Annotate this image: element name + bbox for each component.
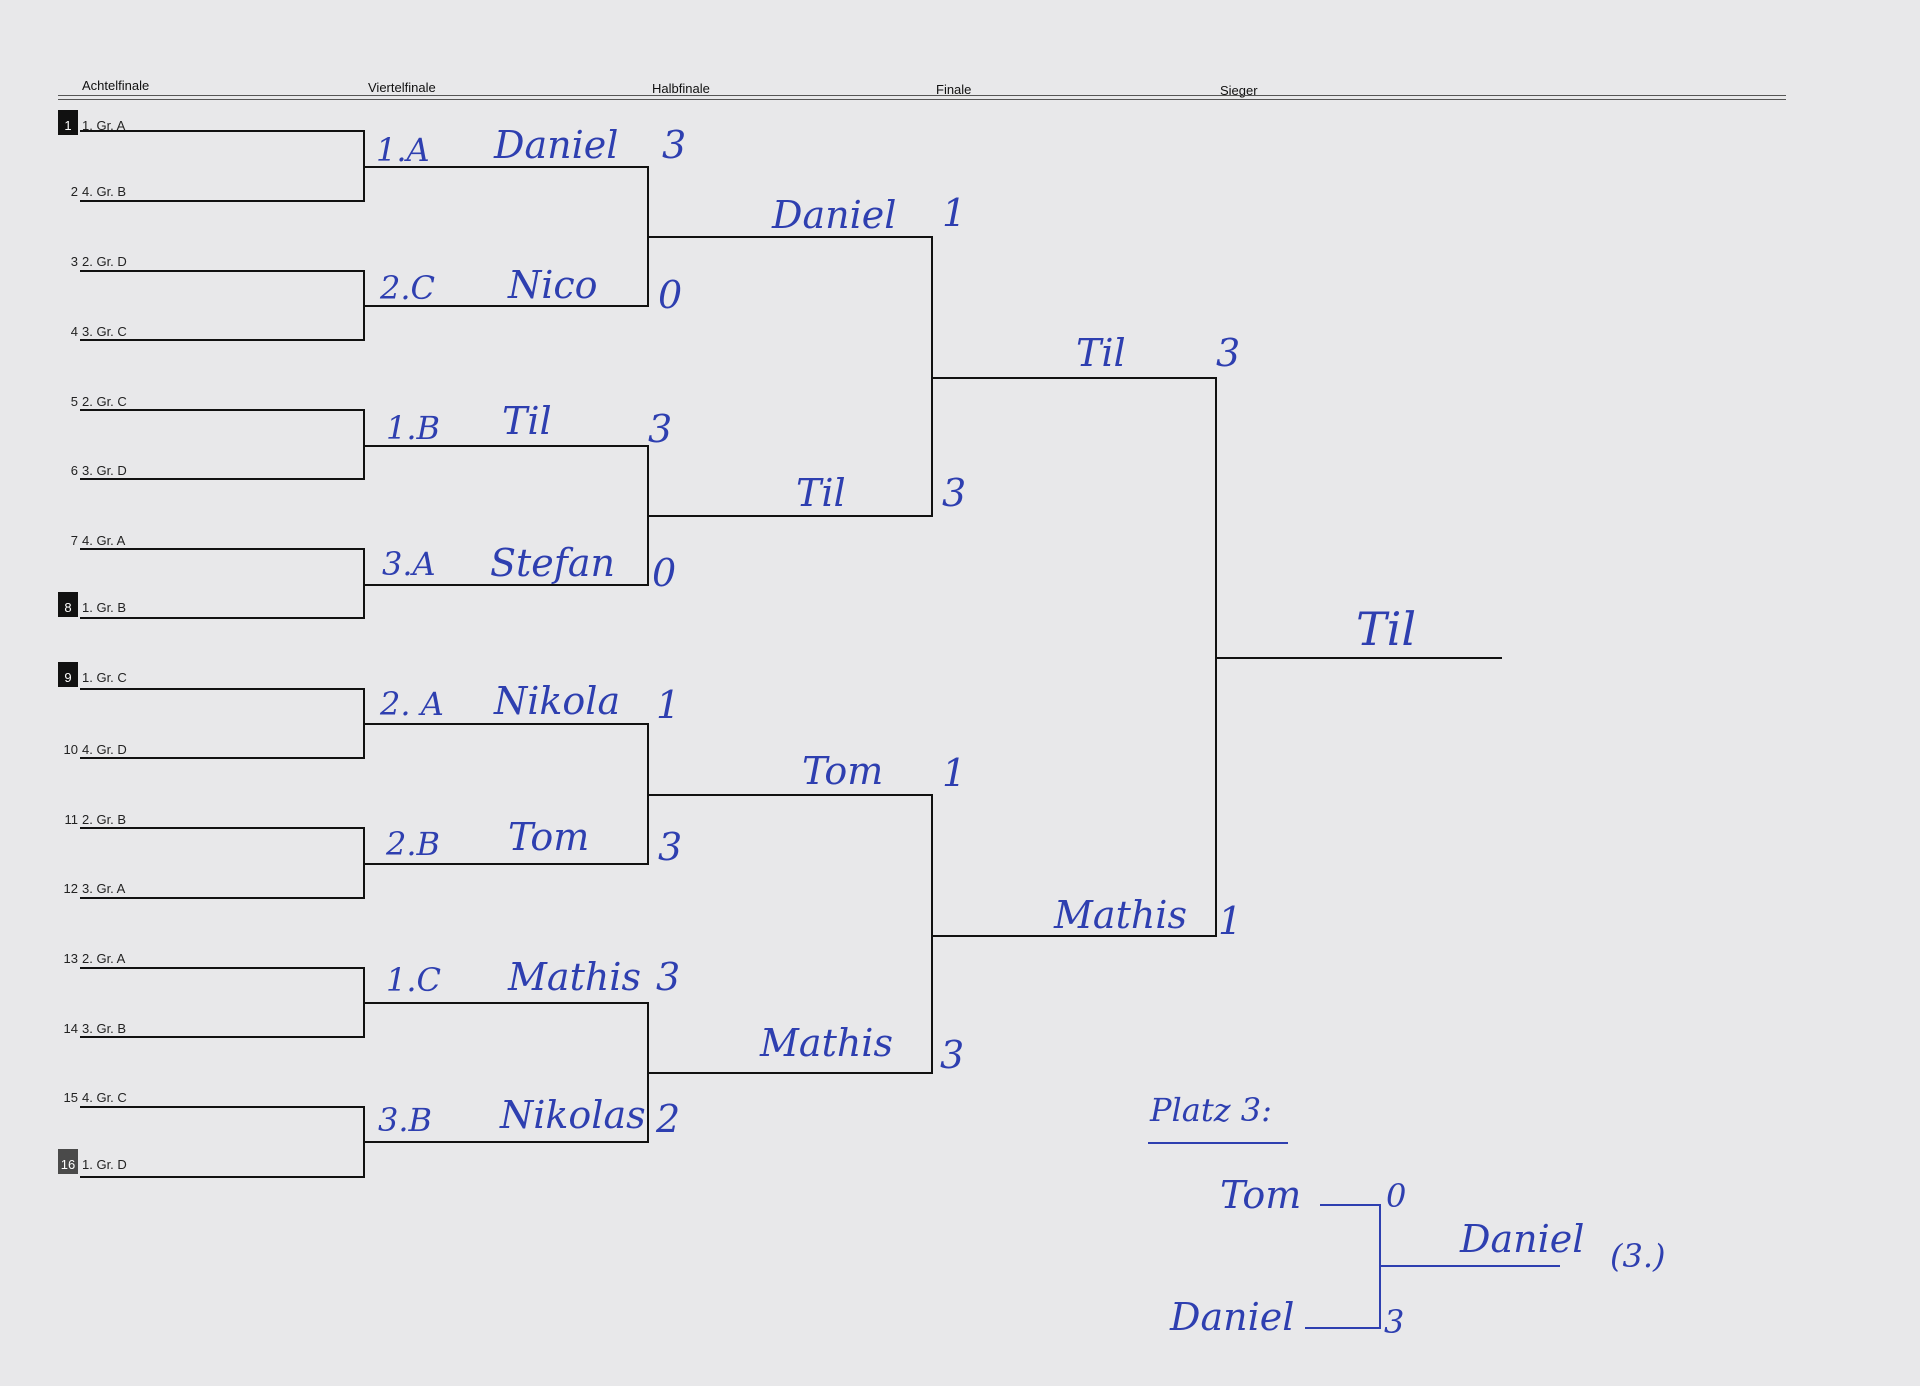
sf-score-1: 1 xyxy=(942,191,967,235)
sf-name-3: Tom xyxy=(802,749,884,793)
third-place-winner-name: Daniel xyxy=(1460,1217,1585,1261)
header-round-of-16: Achtelfinale xyxy=(82,78,150,93)
final-bracket xyxy=(932,377,1217,937)
sf-name-4: Mathis xyxy=(760,1021,893,1065)
winner-name: Til xyxy=(1356,602,1417,656)
header-semifinal: Halbfinale xyxy=(652,81,710,96)
qf-group-6: 2.B xyxy=(386,825,441,863)
qf-group-5: 2. A xyxy=(380,685,444,723)
third-place-bracket xyxy=(1305,1204,1381,1329)
qf-group-3: 1.B xyxy=(386,409,441,447)
qf-name-6: Tom xyxy=(508,815,590,859)
qf-group-2: 2.C xyxy=(380,269,436,307)
header-winner: Sieger xyxy=(1220,83,1258,98)
sf-score-2: 3 xyxy=(942,471,967,515)
qf-score-6: 3 xyxy=(658,825,683,869)
final-name-1: Til xyxy=(1076,331,1126,375)
qf-group-4: 3.A xyxy=(382,545,436,583)
r16-bracket-4 xyxy=(80,548,365,619)
qf-score-1: 3 xyxy=(662,123,687,167)
r16-bracket-3 xyxy=(80,409,365,480)
header-rule xyxy=(58,95,1786,96)
header-rule-2 xyxy=(58,99,1786,100)
sf-bracket-2 xyxy=(648,794,933,1074)
qf-name-2: Nico xyxy=(508,263,598,307)
qf-name-7: Mathis xyxy=(508,955,641,999)
final-name-2: Mathis xyxy=(1054,893,1187,937)
r16-bracket-1 xyxy=(80,130,365,202)
third-place-note: (3.) xyxy=(1610,1237,1666,1275)
third-place-player2-score: 3 xyxy=(1384,1303,1405,1341)
qf-name-1: Daniel xyxy=(494,123,619,167)
qf-score-5: 1 xyxy=(656,683,681,727)
r16-bracket-6 xyxy=(80,827,365,899)
qf-score-3: 3 xyxy=(648,407,673,451)
header-final: Finale xyxy=(936,82,972,97)
qf-score-8: 2 xyxy=(656,1097,681,1141)
r16-bracket-7 xyxy=(80,967,365,1038)
header-quarterfinal: Viertelfinale xyxy=(368,80,436,95)
qf-name-4: Stefan xyxy=(490,541,615,585)
sf-name-2: Til xyxy=(796,471,846,515)
qf-group-7: 1.C xyxy=(386,961,442,999)
r16-bracket-2 xyxy=(80,270,365,341)
qf-score-4: 0 xyxy=(652,551,677,595)
qf-name-3: Til xyxy=(502,399,552,443)
qf-name-8: Nikolas xyxy=(500,1093,646,1137)
third-place-player1-name: Tom xyxy=(1220,1173,1302,1217)
qf-score-2: 0 xyxy=(658,273,683,317)
third-place-player2-name: Daniel xyxy=(1170,1295,1295,1339)
qf-group-8: 3.B xyxy=(378,1101,433,1139)
r16-bracket-5 xyxy=(80,688,365,759)
sf-name-1: Daniel xyxy=(772,193,897,237)
third-place-title: Platz 3: xyxy=(1150,1091,1272,1129)
sf-score-3: 1 xyxy=(942,751,967,795)
r16-bracket-8 xyxy=(80,1106,365,1178)
qf-score-7: 3 xyxy=(656,955,681,999)
final-score-1: 3 xyxy=(1216,331,1241,375)
third-place-player1-score: 0 xyxy=(1386,1177,1407,1215)
qf-name-5: Nikola xyxy=(494,679,621,723)
sf-score-4: 3 xyxy=(940,1033,965,1077)
qf-group-1: 1.A xyxy=(376,131,430,169)
final-score-2: 1 xyxy=(1218,899,1243,943)
sf-bracket-1 xyxy=(648,236,933,517)
